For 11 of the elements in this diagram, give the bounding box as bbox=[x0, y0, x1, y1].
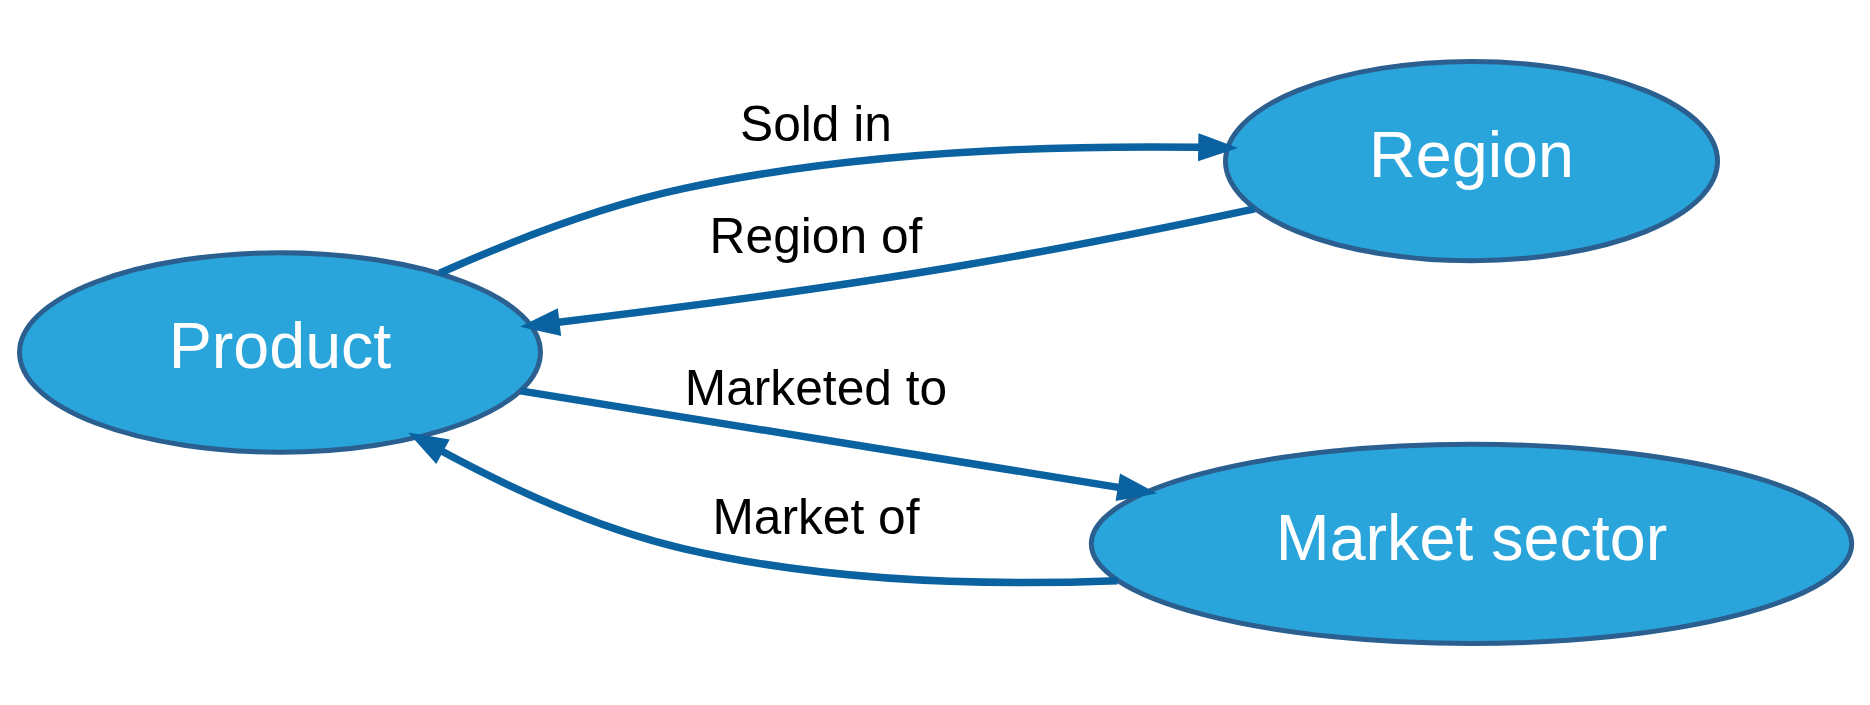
arrow bbox=[437, 133, 1238, 277]
edge-label: Sold in bbox=[739, 96, 892, 153]
arrow bbox=[519, 205, 1256, 336]
edge-label: Marketed to bbox=[684, 359, 947, 416]
arrow bbox=[519, 387, 1157, 501]
node-ellipse: Region bbox=[1222, 58, 1720, 264]
edge-label: Region of bbox=[709, 208, 922, 265]
node-ellipse: Market sector bbox=[1088, 441, 1854, 647]
edge-label: Market of bbox=[711, 488, 920, 545]
node-ellipse: Product bbox=[16, 250, 543, 455]
arrow bbox=[407, 432, 1118, 587]
